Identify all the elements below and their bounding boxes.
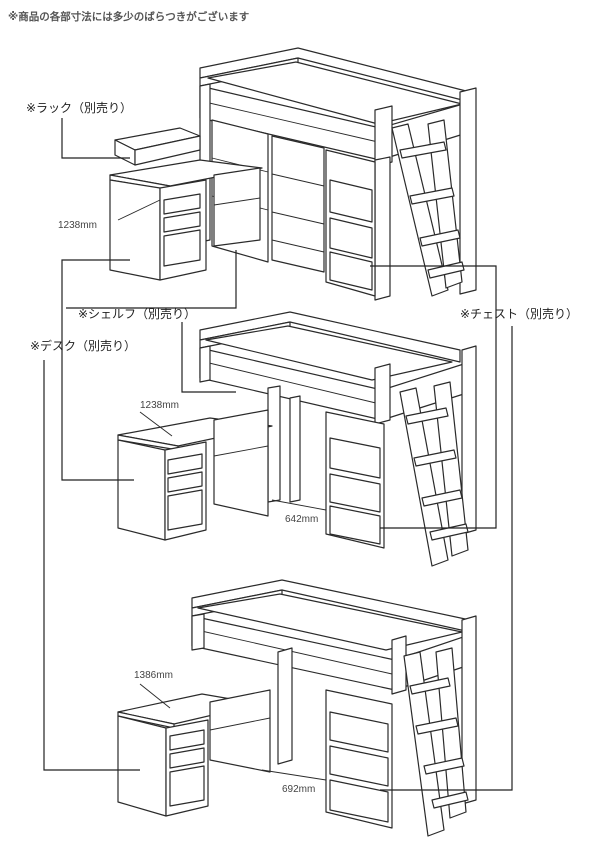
dimension-line-desk-2 [139, 411, 173, 437]
loft-bed-3 [191, 579, 477, 837]
configuration-1: 1238mm [58, 47, 477, 301]
dimension-line-gap-2 [271, 499, 327, 511]
desk-2 [117, 409, 273, 541]
label-desk: ※デスク（別売り） [30, 338, 136, 353]
dimension-desk-width-2: 1238mm [140, 400, 179, 411]
desk-3 [117, 689, 271, 817]
loft-bed-2 [199, 311, 477, 567]
callout-desk-bottom [43, 360, 140, 771]
dimension-line-desk-1 [117, 199, 161, 221]
callout-shelf-mid [181, 322, 236, 393]
callout-chest-top-mid [370, 265, 497, 529]
dimension-desk-width-3: 1386mm [134, 670, 173, 681]
callout-desk-top-mid [61, 259, 134, 481]
configuration-3: 1386mm 692mm [117, 579, 477, 837]
desk-with-rack-1 [109, 127, 263, 281]
configuration-2: 1238mm 642mm [117, 311, 477, 567]
callout-chest-bottom [380, 326, 513, 791]
label-rack: ※ラック（別売り） [26, 100, 132, 115]
dimension-gap-2: 642mm [285, 514, 318, 525]
dimension-gap-3: 692mm [282, 784, 315, 795]
callout-rack [61, 118, 130, 159]
loft-bed-1 [199, 47, 477, 301]
label-chest: ※チェスト（別売り） [460, 306, 578, 321]
dimension-note: ※商品の各部寸法には多少のばらつきがございます [8, 10, 249, 23]
dimension-line-gap-3 [261, 769, 327, 781]
dimension-line-desk-3 [139, 683, 171, 709]
label-shelf: ※シェルフ（別売り） [78, 306, 196, 321]
dimension-desk-width-1: 1238mm [58, 220, 97, 231]
callout-shelf-top [66, 250, 237, 309]
